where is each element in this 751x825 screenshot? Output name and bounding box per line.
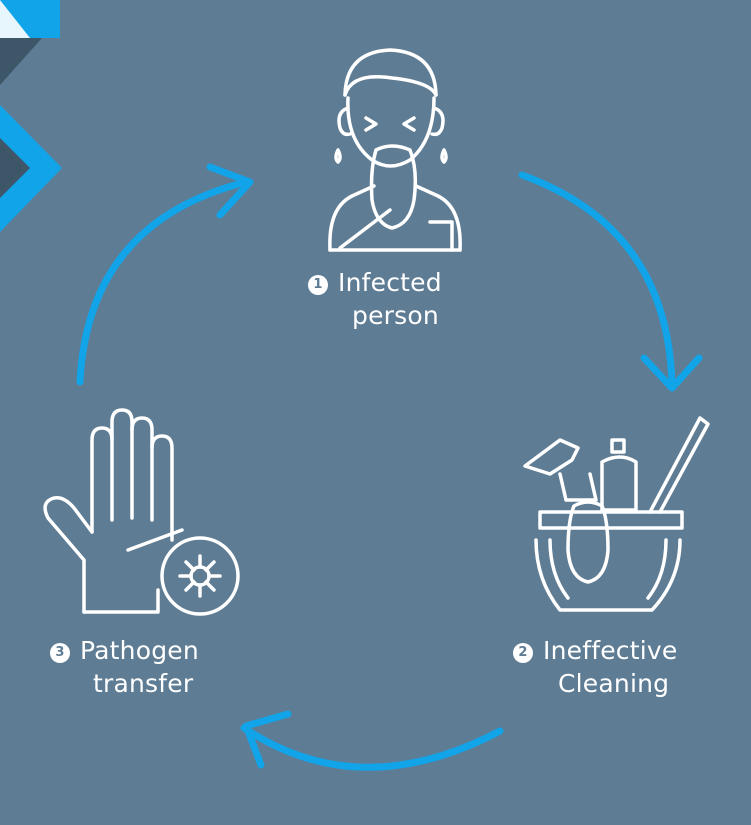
hand-with-virus-icon xyxy=(43,408,240,616)
corner-decoration xyxy=(0,0,62,232)
step-label-line2: person xyxy=(352,301,439,330)
step-label-line1: Infected xyxy=(338,268,442,297)
arrow-cleaning-to-hand xyxy=(240,710,504,771)
step-number-badge: 2 xyxy=(513,643,533,663)
step-label-line2: transfer xyxy=(93,669,194,698)
cleaning-bucket-icon xyxy=(523,416,710,612)
step-pathogen-transfer-label: 3 Pathogen transfer xyxy=(50,634,199,700)
step-label-line1: Pathogen xyxy=(80,636,199,665)
arrow-person-to-cleaning xyxy=(518,171,703,392)
arrow-hand-to-person xyxy=(76,163,254,386)
sneezing-person-icon xyxy=(328,48,462,252)
step-number-badge: 3 xyxy=(50,643,70,663)
step-ineffective-cleaning-label: 2 Ineffective Cleaning xyxy=(513,634,677,700)
step-number-badge: 1 xyxy=(308,275,328,295)
step-label-line2: Cleaning xyxy=(558,669,670,698)
step-label-line1: Ineffective xyxy=(543,636,678,665)
step-infected-person-label: 1 Infected person xyxy=(308,266,442,332)
